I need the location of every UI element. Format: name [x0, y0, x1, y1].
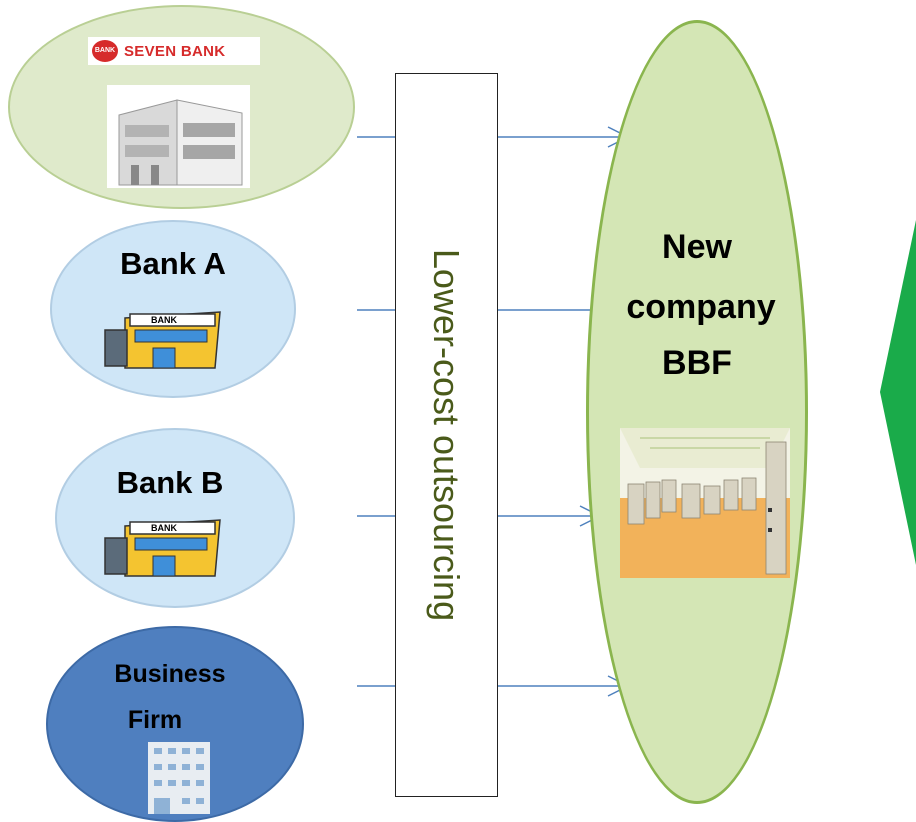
bank-a-sign: BANK	[151, 315, 177, 325]
office-tower-icon	[148, 742, 210, 814]
business-firm-label-line2: Firm	[127, 706, 183, 734]
bank-a-ellipse	[50, 220, 296, 398]
outsourcing-label: Lower-cost outsourcing	[426, 248, 467, 622]
seven-bank-logo: BANK SEVEN BANK	[88, 37, 260, 65]
bank-b-sign: BANK	[151, 523, 177, 533]
office-building-image	[107, 85, 250, 188]
bank-a-label: Bank A	[120, 246, 226, 281]
bank-b-ellipse	[55, 428, 295, 608]
outsourcing-box	[395, 73, 498, 797]
green-arrow-shape	[880, 220, 916, 565]
data-center-image	[620, 428, 790, 578]
new-company-line3: BBF	[662, 344, 732, 382]
bank-b-building-icon: BANK	[95, 518, 235, 578]
bank-a-building-icon: BANK	[95, 310, 235, 370]
new-company-line2: company	[626, 288, 776, 326]
bank-b-label: Bank B	[116, 465, 224, 500]
business-firm-label-line1: Business	[114, 660, 226, 688]
new-company-line1: New	[662, 228, 732, 266]
seven-bank-logo-mark: BANK	[92, 40, 118, 62]
new-company-ellipse	[586, 20, 808, 804]
seven-bank-logo-text: SEVEN BANK	[124, 42, 226, 60]
